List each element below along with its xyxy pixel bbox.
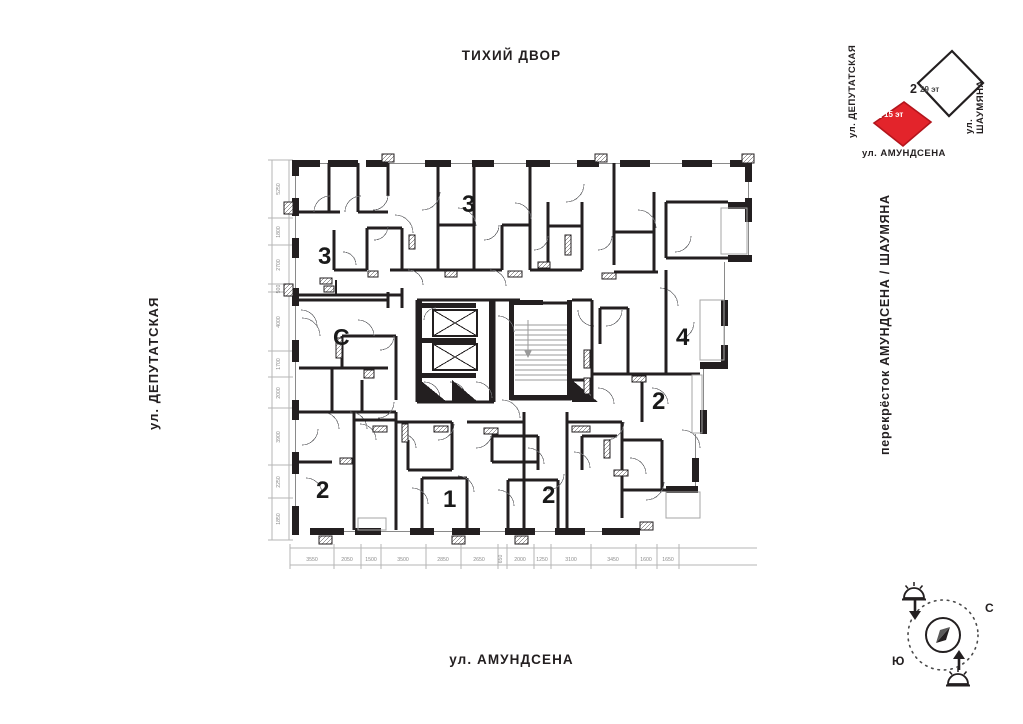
minimap-street-deputatskaya: ул. ДЕПУТАТСКАЯ bbox=[847, 44, 858, 138]
svg-text:2000: 2000 bbox=[514, 557, 526, 563]
svg-text:3900: 3900 bbox=[276, 431, 282, 443]
caption-crossroad-amundsena-shaumyana: перекрёсток АМУНДСЕНА / ШАУМЯНА bbox=[878, 194, 892, 455]
svg-text:1500: 1500 bbox=[365, 557, 377, 563]
sunrise-arrow-icon bbox=[953, 650, 965, 670]
svg-text:650: 650 bbox=[498, 555, 504, 564]
unit-tag-2-sw: 2 bbox=[316, 477, 330, 504]
dimension-chain-left: 5250 1800 2700 500 4000 1700 2000 3900 2… bbox=[268, 159, 293, 541]
sunrise-icon bbox=[946, 668, 970, 687]
minimap-block-1-number: 1 bbox=[875, 107, 882, 121]
svg-text:2250: 2250 bbox=[276, 476, 282, 488]
dimension-chain-bottom: 3550 2050 1500 3500 2650 2850 2000 1250 … bbox=[289, 544, 757, 569]
unit-tag-2-s: 2 bbox=[542, 482, 556, 509]
minimap-street-amundsena: ул. АМУНДСЕНА bbox=[862, 148, 946, 159]
svg-text:2050: 2050 bbox=[341, 557, 353, 563]
minimap-block-2-number: 2 bbox=[910, 82, 917, 96]
compass-needle-icon bbox=[936, 627, 950, 643]
svg-text:500: 500 bbox=[276, 285, 282, 294]
svg-text:2700: 2700 bbox=[276, 259, 282, 271]
staircase bbox=[509, 300, 572, 401]
sunset-icon bbox=[902, 582, 926, 601]
svg-text:3500: 3500 bbox=[397, 557, 409, 563]
minimap-block-2 bbox=[916, 49, 985, 118]
apartments-north-east bbox=[597, 163, 728, 307]
caption-amundsena-street: ул. АМУНДСЕНА bbox=[449, 652, 574, 667]
unit-tag-1-s: 1 bbox=[443, 486, 457, 513]
svg-text:2650: 2650 bbox=[473, 557, 485, 563]
svg-text:1850: 1850 bbox=[276, 513, 282, 525]
compass-south-label: Ю bbox=[892, 654, 905, 668]
minimap-street-shaumyana: ул. ШАУМЯНА bbox=[964, 80, 986, 134]
svg-text:1800: 1800 bbox=[276, 226, 282, 238]
svg-text:1650: 1650 bbox=[662, 557, 674, 563]
minimap-block-2-floors: 29 эт bbox=[920, 85, 940, 94]
unit-tag-3-nw: 3 bbox=[318, 243, 332, 270]
unit-tag-2-e: 2 bbox=[652, 388, 666, 415]
svg-text:4000: 4000 bbox=[276, 316, 282, 328]
svg-text:2850: 2850 bbox=[437, 557, 449, 563]
svg-text:3450: 3450 bbox=[607, 557, 619, 563]
svg-text:1700: 1700 bbox=[276, 358, 282, 370]
svg-text:1250: 1250 bbox=[536, 557, 548, 563]
apartment-sw-2 bbox=[299, 410, 356, 530]
unit-tag-3-n: 3 bbox=[462, 191, 476, 218]
svg-text:5250: 5250 bbox=[276, 183, 282, 195]
svg-text:3550: 3550 bbox=[306, 557, 318, 563]
site-minimap[interactable]: 2 29 эт 1 15 эт ул. ДЕПУТАТСКАЯ ул. ШАУМ… bbox=[838, 26, 1006, 172]
svg-text:2000: 2000 bbox=[276, 387, 282, 399]
elevator-shaft-upper bbox=[431, 308, 479, 338]
caption-quiet-yard: ТИХИЙ ДВОР bbox=[461, 48, 562, 63]
compass-north-label: С bbox=[985, 601, 994, 615]
apartments-north-west bbox=[299, 163, 441, 327]
caption-deputatskaya-street: ул. ДЕПУТАТСКАЯ bbox=[146, 296, 161, 430]
building-core bbox=[415, 298, 598, 419]
compass-rose: С Ю bbox=[888, 578, 1006, 694]
apartments-north-center bbox=[438, 163, 585, 287]
elevator-shaft-lower bbox=[431, 342, 479, 372]
svg-text:1600: 1600 bbox=[640, 557, 652, 563]
floor-plan[interactable]: .w { fill:#231f20; } /* bearing wall blo… bbox=[262, 140, 772, 580]
sunset-arrow-icon bbox=[909, 600, 921, 620]
unit-tag-studio-c: C bbox=[333, 324, 350, 350]
minimap-block-1-floors: 15 эт bbox=[884, 110, 904, 119]
unit-tag-4-e: 4 bbox=[676, 324, 690, 351]
svg-text:3100: 3100 bbox=[565, 557, 577, 563]
apartments-south bbox=[354, 412, 666, 530]
apartments-east bbox=[583, 270, 701, 449]
apartment-studio-c bbox=[299, 277, 398, 430]
balconies bbox=[357, 207, 748, 531]
minimap-block-1 bbox=[872, 101, 933, 148]
